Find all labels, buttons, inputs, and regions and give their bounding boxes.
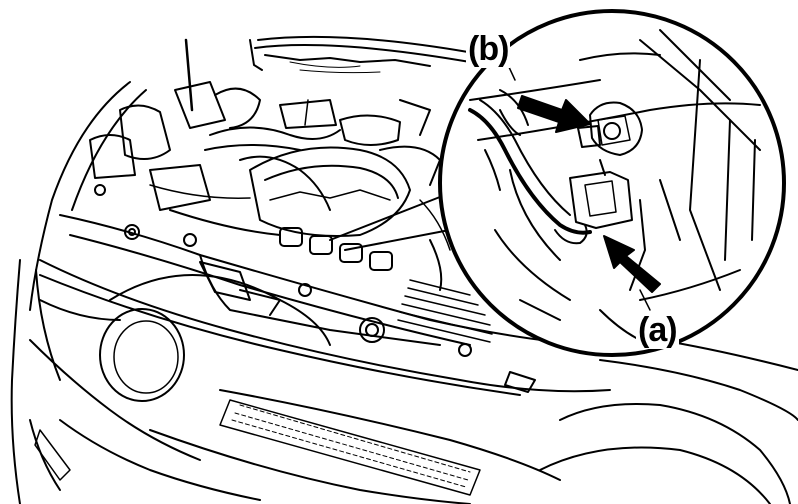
magnification-leader <box>329 194 461 251</box>
engine-cover <box>59 184 591 393</box>
arrow-to-connector-icon <box>603 235 661 293</box>
car-body <box>10 81 798 504</box>
arrow-to-sensor-icon <box>517 95 591 133</box>
engine <box>89 81 451 291</box>
open-hood <box>184 35 471 112</box>
callout-a-label: (a) <box>636 311 679 349</box>
callout-b-label: (b) <box>466 30 511 68</box>
front-lamp <box>99 308 185 402</box>
pointer-arrows <box>517 95 661 293</box>
